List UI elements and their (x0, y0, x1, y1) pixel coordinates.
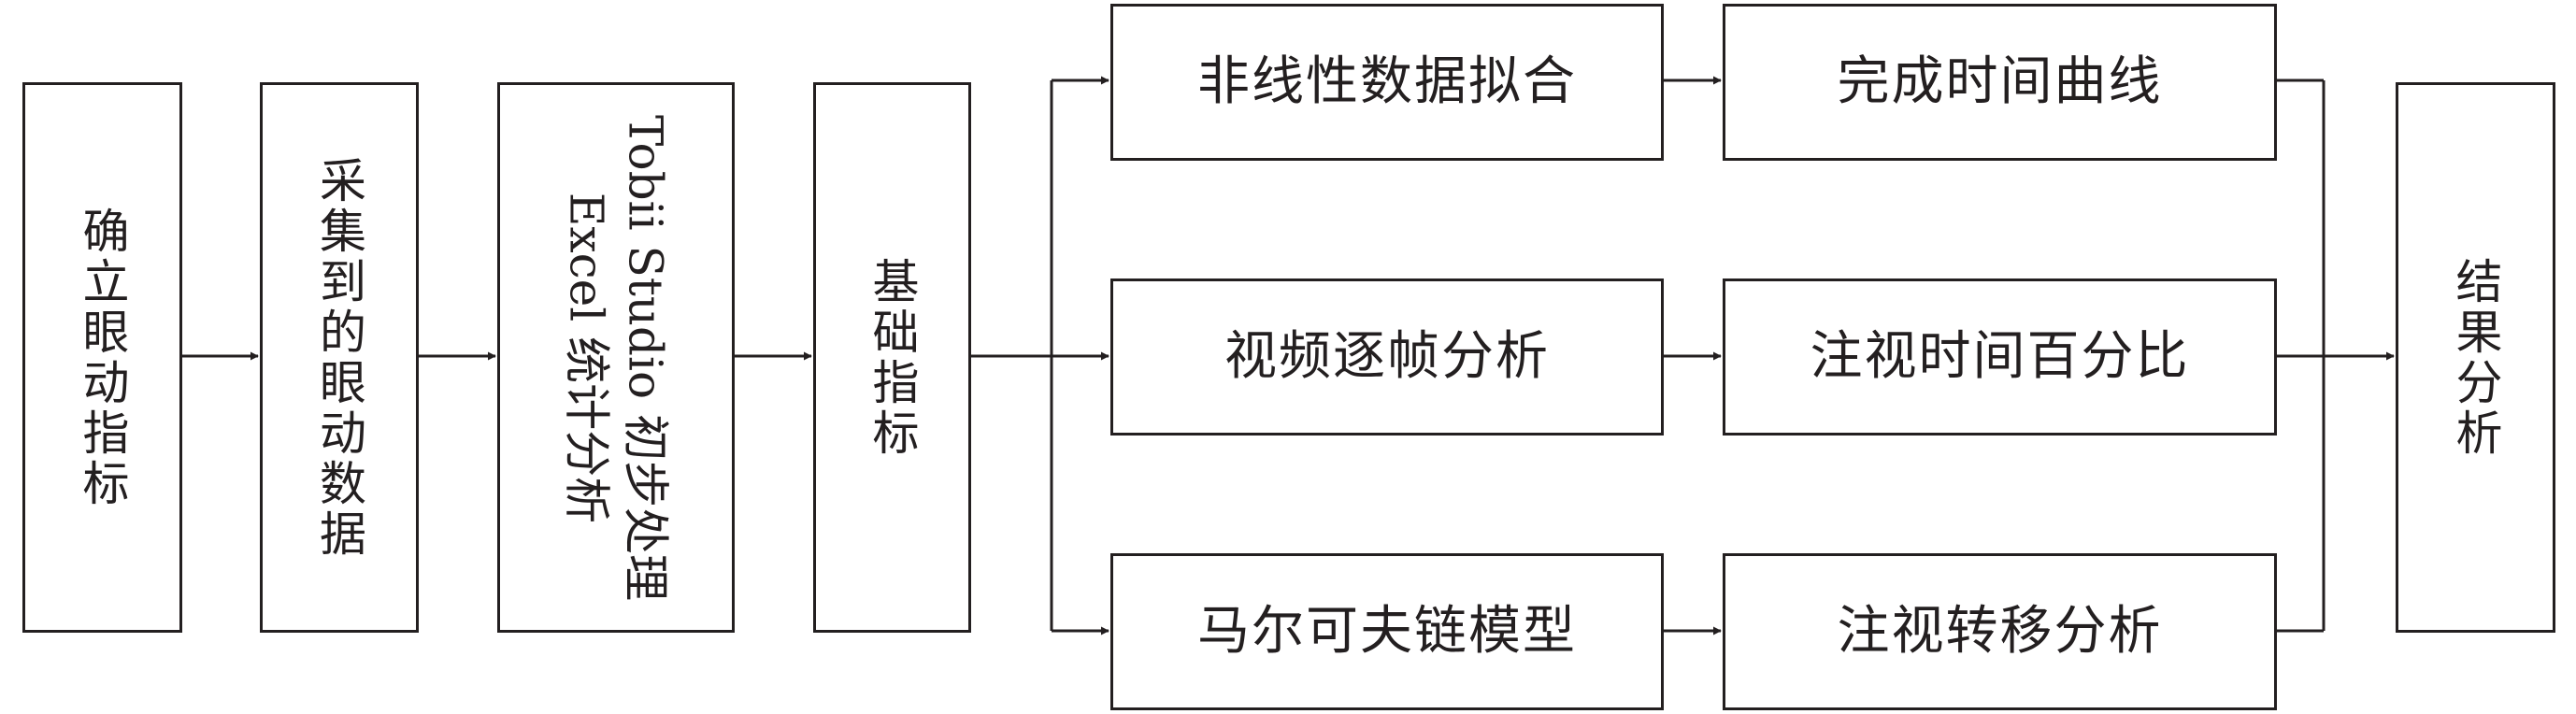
processing-line-1: Tobii Studio 初步处理 (618, 114, 673, 601)
step-box-collected-data: 采集到的眼动数据 (260, 82, 419, 633)
method-box-frame-analysis: 视频逐帧分析 (1110, 278, 1664, 436)
output-box-completion-curve: 完成时间曲线 (1723, 4, 2277, 161)
step-box-basic-metrics: 基础指标 (813, 82, 971, 633)
output-box-fixation-percentage: 注视时间百分比 (1723, 278, 2277, 436)
method-box-nonlinear-fit: 非线性数据拟合 (1110, 4, 1664, 161)
output-label-fixation-percentage: 注视时间百分比 (1810, 326, 2190, 387)
step-label-collected-data: 采集到的眼动数据 (312, 155, 366, 560)
method-box-markov-model: 马尔可夫链模型 (1110, 553, 1664, 710)
method-label-frame-analysis: 视频逐帧分析 (1224, 326, 1550, 387)
method-label-markov-model: 马尔可夫链模型 (1197, 601, 1577, 662)
method-label-nonlinear-fit: 非线性数据拟合 (1197, 51, 1577, 112)
result-label: 结果分析 (2448, 256, 2503, 459)
output-box-fixation-transition: 注视转移分析 (1723, 553, 2277, 710)
step-label-processing: Tobii Studio 初步处理 Excel 统计分析 (558, 115, 675, 601)
step-box-establish-metrics: 确立眼动指标 (22, 82, 182, 633)
result-box: 结果分析 (2396, 82, 2555, 633)
output-label-completion-curve: 完成时间曲线 (1837, 51, 2163, 112)
step-label-establish-metrics: 确立眼动指标 (75, 206, 130, 509)
step-box-processing: Tobii Studio 初步处理 Excel 统计分析 (497, 82, 735, 633)
step-label-basic-metrics: 基础指标 (865, 256, 920, 459)
processing-line-2: Excel 统计分析 (560, 192, 614, 523)
output-label-fixation-transition: 注视转移分析 (1837, 601, 2163, 662)
